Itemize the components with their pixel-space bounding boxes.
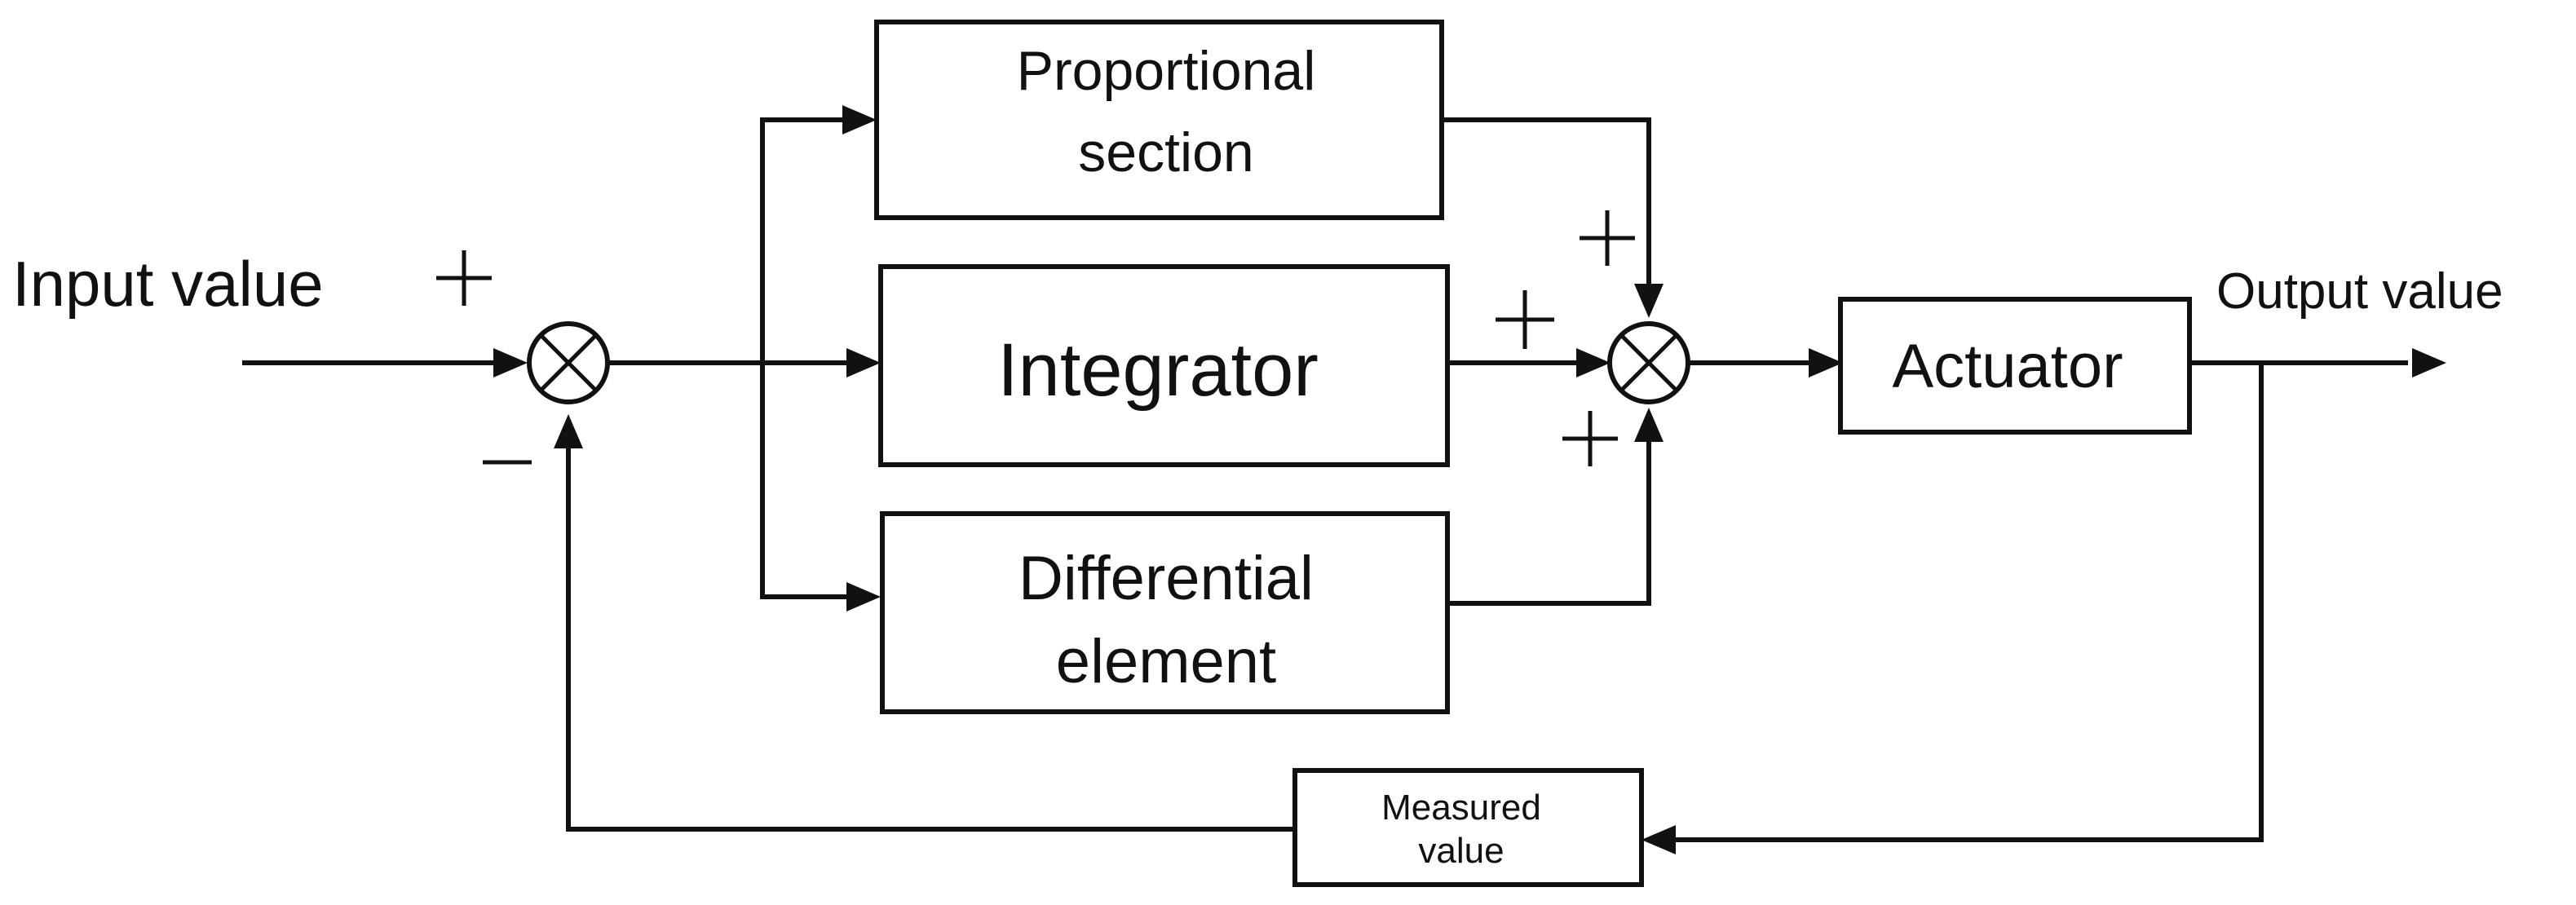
measured-box bbox=[1292, 768, 1644, 887]
differential-output-line bbox=[1445, 439, 1651, 606]
arrow-feedback-into-sum1 bbox=[554, 414, 583, 448]
arrow-into-actuator bbox=[1809, 348, 1843, 377]
block-measured-value: Measured value bbox=[1292, 768, 1644, 887]
arrow-prop-into-sum2 bbox=[1634, 284, 1664, 318]
sum2-plus-sign-left bbox=[1496, 290, 1554, 349]
arrow-into-differential bbox=[846, 582, 881, 611]
arrow-into-proportional bbox=[842, 105, 877, 135]
input-value-label: Input value bbox=[12, 248, 324, 320]
arrow-into-sum1 bbox=[493, 348, 528, 377]
arrowheads bbox=[493, 105, 2446, 854]
actuator-box bbox=[1838, 297, 2192, 435]
input-summing-junction bbox=[436, 250, 610, 465]
proportional-box bbox=[874, 20, 1444, 220]
integrator-box bbox=[878, 264, 1450, 467]
arrow-output bbox=[2412, 348, 2446, 377]
block-integrator: Integrator bbox=[878, 264, 1450, 467]
block-actuator: Actuator bbox=[1838, 297, 2192, 435]
block-differential: Differential element bbox=[880, 511, 1450, 714]
arrow-into-measured bbox=[1641, 825, 1676, 854]
actuator-label: Actuator bbox=[1892, 332, 2123, 401]
proportional-label-line2: section bbox=[1078, 121, 1253, 183]
feedback-down-line bbox=[1673, 360, 2264, 842]
measured-label-line2: value bbox=[1418, 831, 1504, 871]
proportional-output-line bbox=[1439, 117, 1651, 288]
arrow-diff-into-sum2 bbox=[1634, 408, 1664, 442]
sum1-cross-b bbox=[539, 333, 598, 392]
differential-label-line1: Differential bbox=[1018, 544, 1314, 613]
connectors bbox=[242, 117, 2408, 842]
block-proportional: Proportional section bbox=[874, 20, 1444, 220]
sum2-cross-b bbox=[1619, 333, 1678, 392]
sum2-plus-sign-top bbox=[1580, 210, 1635, 266]
feedback-return-line bbox=[566, 442, 1297, 832]
differential-label-line2: element bbox=[1056, 627, 1276, 696]
sum2-plus-sign-bottom bbox=[1562, 411, 1618, 466]
controller-summing-junction bbox=[1496, 210, 1690, 466]
integrator-label: Integrator bbox=[997, 329, 1319, 412]
measured-label-line1: Measured bbox=[1381, 788, 1541, 828]
proportional-label-line1: Proportional bbox=[1017, 40, 1316, 102]
arrow-into-integrator bbox=[846, 348, 881, 377]
sum1-plus-sign bbox=[436, 250, 492, 306]
output-value-label: Output value bbox=[2216, 263, 2503, 320]
differential-box bbox=[880, 511, 1450, 714]
arrow-int-into-sum2 bbox=[1576, 348, 1611, 377]
